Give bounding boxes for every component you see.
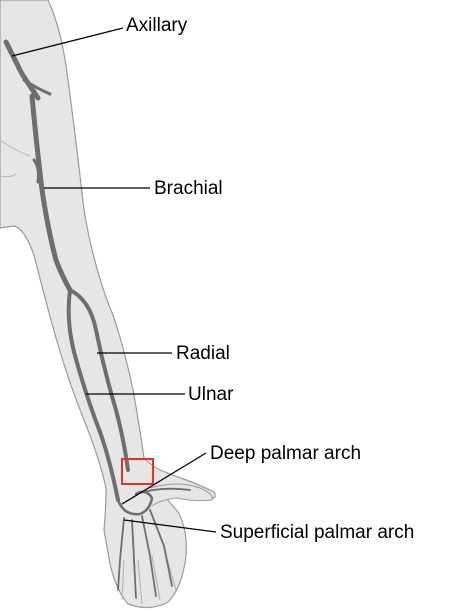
label-ulnar: Ulnar [188, 384, 233, 406]
label-axillary: Axillary [126, 15, 187, 37]
label-radial: Radial [176, 343, 230, 365]
label-deep-palmar-arch: Deep palmar arch [210, 443, 361, 465]
label-superficial-palmar-arch: Superficial palmar arch [220, 522, 414, 544]
label-brachial: Brachial [154, 178, 223, 200]
